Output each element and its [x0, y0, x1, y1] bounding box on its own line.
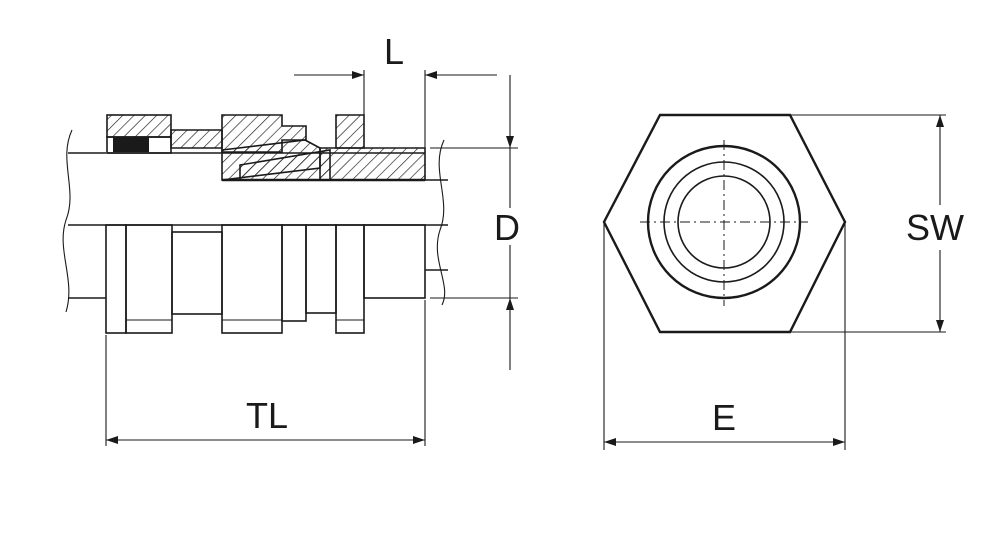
dimension-sw-label: SW [906, 207, 964, 248]
dimension-l-label: L [384, 31, 404, 72]
dimension-tl: TL [105, 300, 426, 446]
dimension-sw: SW [790, 114, 964, 333]
dimension-e-label: E [712, 397, 736, 438]
gland-section-upper [106, 114, 426, 182]
dimension-d: D [430, 75, 520, 370]
cable-break-line-left [62, 129, 73, 313]
cable-break-line-right [436, 139, 446, 306]
side-view: L D TL [62, 31, 520, 446]
dimension-l: L [294, 31, 497, 148]
gland-exterior-lower [105, 224, 426, 334]
dimension-d-label: D [494, 207, 520, 248]
dimension-e: E [604, 397, 845, 446]
front-view: SW E [602, 113, 964, 450]
dimension-tl-label: TL [246, 395, 288, 436]
